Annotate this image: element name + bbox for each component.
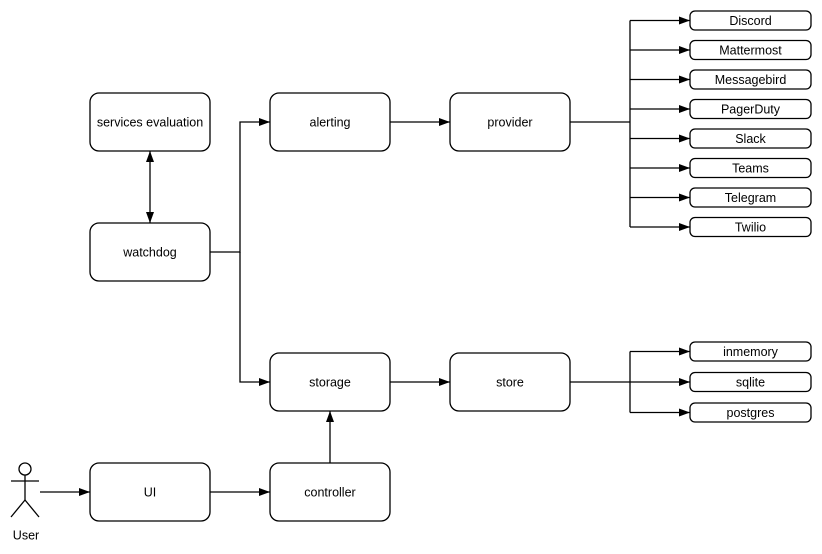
store-label: store [496, 375, 524, 389]
services-evaluation-label: services evaluation [97, 115, 203, 129]
controller-label: controller [304, 485, 355, 499]
telegram-label: Telegram [725, 191, 776, 205]
node-storage: storage [269, 352, 391, 412]
actor-leg-right [24, 499, 40, 518]
pagerduty-label: PagerDuty [721, 102, 781, 116]
inmemory-box [689, 341, 812, 362]
teams-box [689, 157, 812, 179]
messagebird-box [689, 69, 812, 90]
alerting-label: alerting [310, 115, 351, 129]
node-telegram: Telegram [689, 187, 812, 208]
actor-leg-left [10, 499, 26, 518]
telegram-box [689, 187, 812, 208]
node-teams: Teams [689, 157, 812, 179]
alerting-box [269, 92, 391, 152]
twilio-box [689, 216, 812, 238]
node-watchdog: watchdog [89, 222, 211, 282]
provider-label: provider [487, 115, 532, 129]
node-alerting: alerting [269, 92, 391, 152]
slack-box [689, 128, 812, 149]
watchdog-box [89, 222, 211, 282]
user-actor-label: User [13, 528, 39, 542]
ui-box [89, 462, 211, 522]
store-target-nodes: inmemory sqlite postgres [689, 341, 812, 423]
node-inmemory: inmemory [689, 341, 812, 362]
edge-watchdog-storage [239, 252, 270, 386]
teams-label: Teams [732, 161, 769, 175]
node-services-evaluation: services evaluation [89, 92, 211, 152]
node-provider: provider [449, 92, 571, 152]
user-actor: User [10, 462, 40, 542]
actor-head [18, 462, 32, 476]
mattermost-label: Mattermost [719, 43, 782, 57]
node-ui: UI [89, 462, 211, 522]
sqlite-label: sqlite [736, 375, 765, 389]
slack-label: Slack [735, 132, 766, 146]
inmemory-label: inmemory [723, 345, 779, 359]
postgres-label: postgres [727, 406, 775, 420]
node-store: store [449, 352, 571, 412]
node-discord: Discord [689, 10, 812, 31]
sqlite-box [689, 371, 812, 393]
provider-target-nodes: Discord Mattermost Messagebird PagerDuty… [689, 10, 812, 238]
node-postgres: postgres [689, 402, 812, 423]
node-sqlite: sqlite [689, 371, 812, 393]
storage-box [269, 352, 391, 412]
pagerduty-box [689, 98, 812, 120]
store-box [449, 352, 571, 412]
node-twilio: Twilio [689, 216, 812, 238]
mattermost-box [689, 39, 812, 61]
controller-box [269, 462, 391, 522]
edge-watchdog-alerting [210, 118, 270, 253]
watchdog-label: watchdog [122, 245, 177, 259]
provider-box [449, 92, 571, 152]
messagebird-label: Messagebird [715, 73, 787, 87]
node-controller: controller [269, 462, 391, 522]
postgres-box [689, 402, 812, 423]
edges [40, 16, 690, 496]
ui-label: UI [144, 485, 157, 499]
discord-label: Discord [729, 14, 771, 28]
node-messagebird: Messagebird [689, 69, 812, 90]
services-evaluation-box [89, 92, 211, 152]
node-slack: Slack [689, 128, 812, 149]
storage-label: storage [309, 375, 351, 389]
discord-box [689, 10, 812, 31]
node-pagerduty: PagerDuty [689, 98, 812, 120]
twilio-label: Twilio [735, 220, 766, 234]
node-mattermost: Mattermost [689, 39, 812, 61]
